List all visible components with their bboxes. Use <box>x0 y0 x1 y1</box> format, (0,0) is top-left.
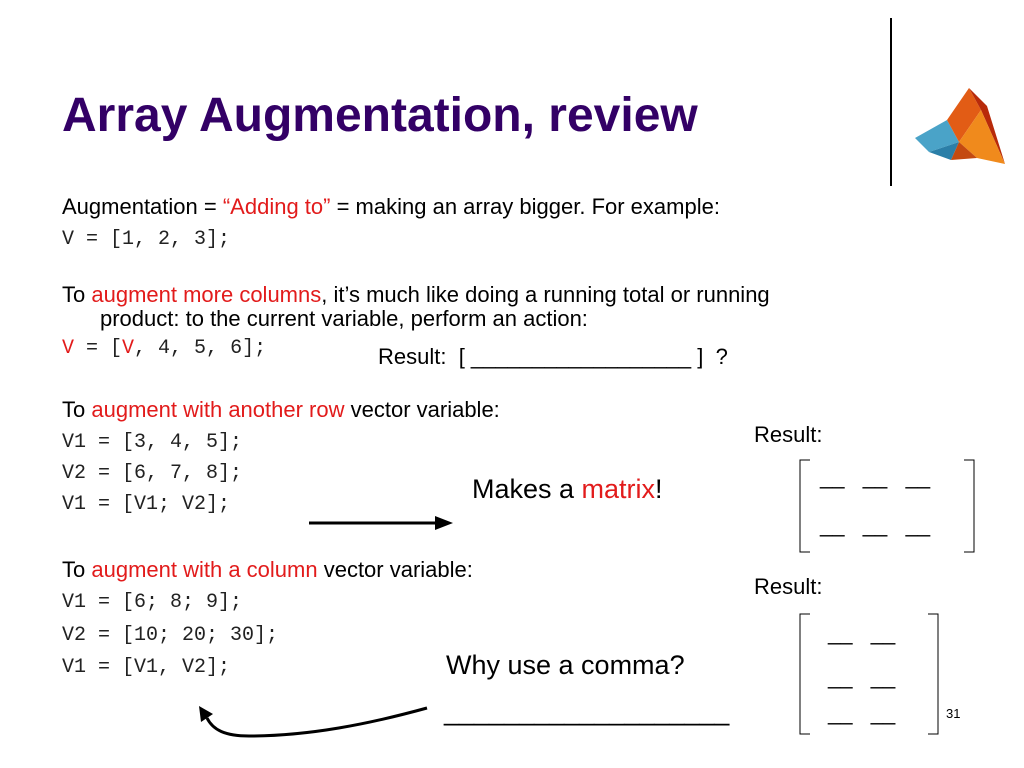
adding-to-highlight: Adding to <box>230 194 324 219</box>
columns-text: To augment more columns, it’s much like … <box>62 282 770 307</box>
augment-column-highlight: augment with a column <box>91 557 318 582</box>
matlab-logo-icon <box>898 62 1005 164</box>
row-matrix-row1: __ __ __ <box>820 464 931 489</box>
row-matrix-row2: __ __ __ <box>820 512 931 537</box>
comma-question: Why use a comma? <box>446 650 685 680</box>
augment-row-highlight: augment with another row <box>91 397 345 422</box>
code-col-concat: V1 = [V1, V2]; <box>62 656 231 679</box>
row-text: To augment with another row vector varia… <box>62 397 500 422</box>
code-v-initial: V = [1, 2, 3]; <box>62 228 231 251</box>
matrix-highlight: matrix <box>581 474 656 504</box>
col-matrix-row2: __ __ <box>828 664 896 689</box>
arrow-right-icon <box>298 494 453 530</box>
curved-arrow-icon <box>180 684 430 738</box>
code-row-v1: V1 = [3, 4, 5]; <box>62 431 243 454</box>
columns-text-line2: product: to the current variable, perfor… <box>100 306 588 331</box>
code-row-v2: V2 = [6, 7, 8]; <box>62 462 243 485</box>
title-divider <box>890 18 892 186</box>
col-matrix-row3: __ __ <box>828 700 896 725</box>
col-result-matrix: __ __ __ __ __ __ <box>798 612 942 736</box>
row-result-matrix: __ __ __ __ __ __ <box>798 458 978 554</box>
intro-text: Augmentation = “Adding to” = making an a… <box>62 194 720 219</box>
col-matrix-row1: __ __ <box>828 620 896 645</box>
col-result-label: Result: <box>754 574 823 599</box>
col-text: To augment with a column vector variable… <box>62 557 473 582</box>
page-number: 31 <box>946 706 961 721</box>
row-result-label: Result: <box>754 422 823 447</box>
columns-result: Result: [ __________________ ] ? <box>378 344 728 369</box>
slide-title: Array Augmentation, review <box>62 89 698 142</box>
code-row-concat: V1 = [V1; V2]; <box>62 493 231 516</box>
augment-more-columns-highlight: augment more columns <box>91 282 322 307</box>
code-v-augment: V = [V, 4, 5, 6]; <box>62 337 267 360</box>
comma-answer-blank: ___________________ <box>444 696 730 726</box>
code-col-v2: V2 = [10; 20; 30]; <box>62 624 279 647</box>
code-col-v1: V1 = [6; 8; 9]; <box>62 591 243 614</box>
makes-matrix-text: Makes a matrix! <box>472 474 663 504</box>
